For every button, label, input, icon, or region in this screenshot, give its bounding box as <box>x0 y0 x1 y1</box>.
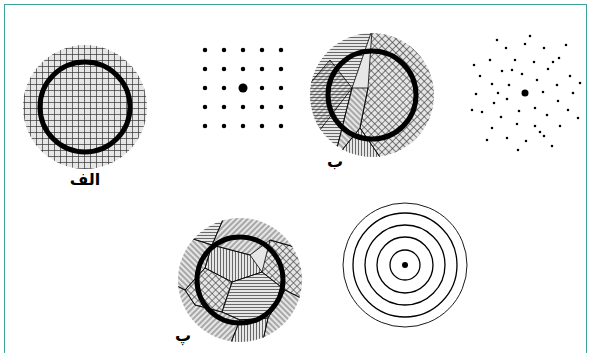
center-dot <box>522 90 529 97</box>
dot-lattice <box>205 50 281 126</box>
mixed-texture-circle <box>300 30 445 160</box>
frame <box>5 5 587 353</box>
chaotic-texture-circle <box>175 215 305 345</box>
grid-texture-circle <box>23 45 147 169</box>
random-dots <box>472 36 580 150</box>
concentric-circles <box>343 203 467 327</box>
center-dot <box>239 84 248 93</box>
figure-letter: پ <box>175 326 191 345</box>
figure-letter: ب <box>327 152 343 171</box>
figure-letter: الف <box>70 170 101 189</box>
